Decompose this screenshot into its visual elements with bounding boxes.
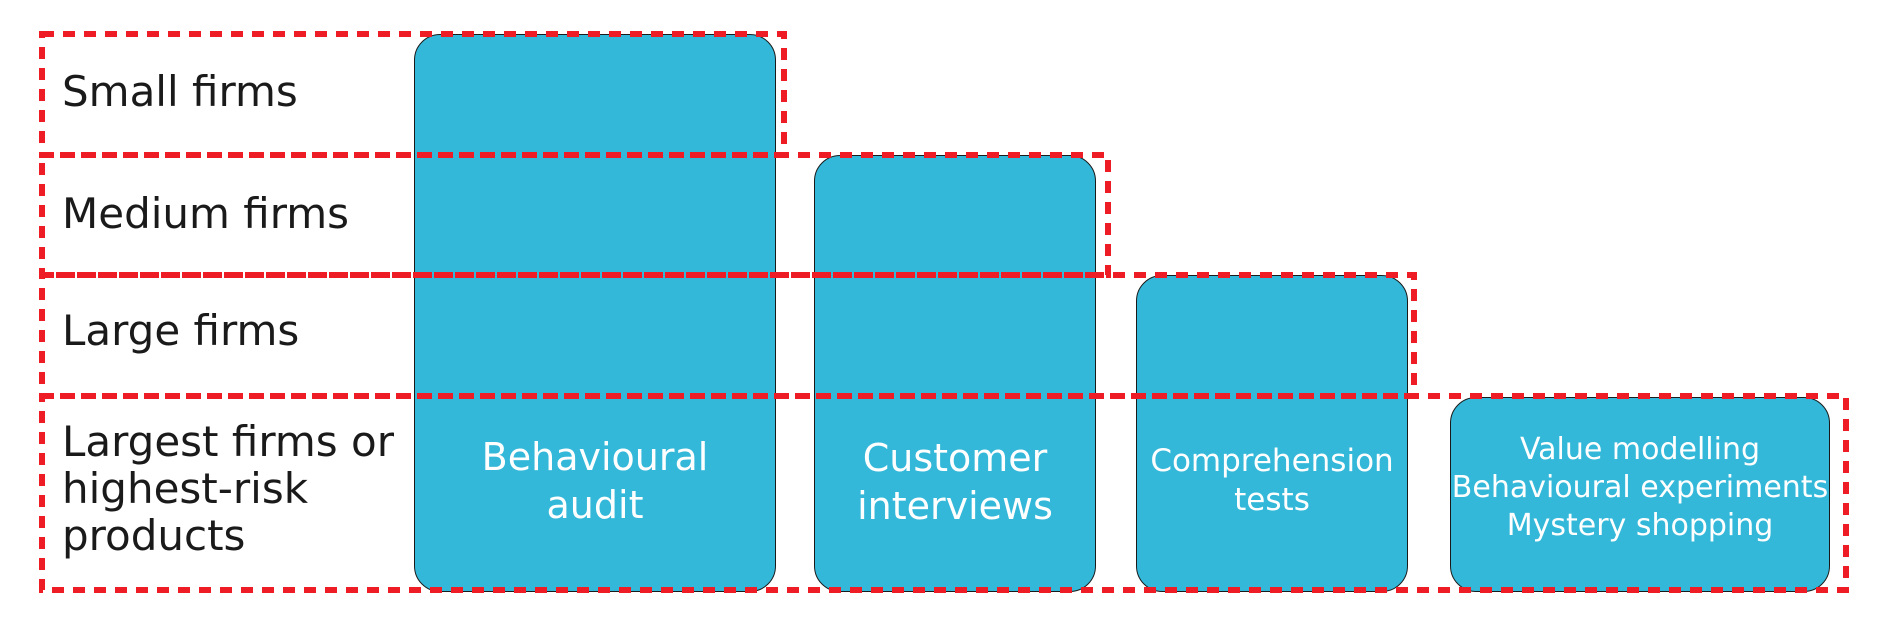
method-block-customer-interviews: Customer interviews xyxy=(814,155,1096,592)
tier-outline-large-firms xyxy=(39,272,1417,399)
tier-label-largest-firms: Largest firms or highest-risk products xyxy=(62,417,394,561)
customer-interviews-label: Customer interviews xyxy=(857,436,1053,528)
method-block-behavioural-audit: Behavioural audit xyxy=(414,34,776,592)
method-block-value-modelling-group: Value modelling Behavioural experiments … xyxy=(1450,397,1830,592)
value-modelling-group-label: Value modelling Behavioural experiments … xyxy=(1451,432,1829,543)
tier-outline-largest-firms xyxy=(39,393,1849,593)
tier-outline-medium-firms xyxy=(39,152,1111,278)
tier-outline-small-firms xyxy=(39,31,787,158)
tier-label-medium-firms: Medium firms xyxy=(62,189,350,238)
tier-label-large-firms: Large firms xyxy=(62,306,300,355)
behavioural-audit-label: Behavioural audit xyxy=(481,435,709,527)
comprehension-tests-label: Comprehension tests xyxy=(1150,443,1394,518)
tier-label-small-firms: Small firms xyxy=(62,67,298,116)
